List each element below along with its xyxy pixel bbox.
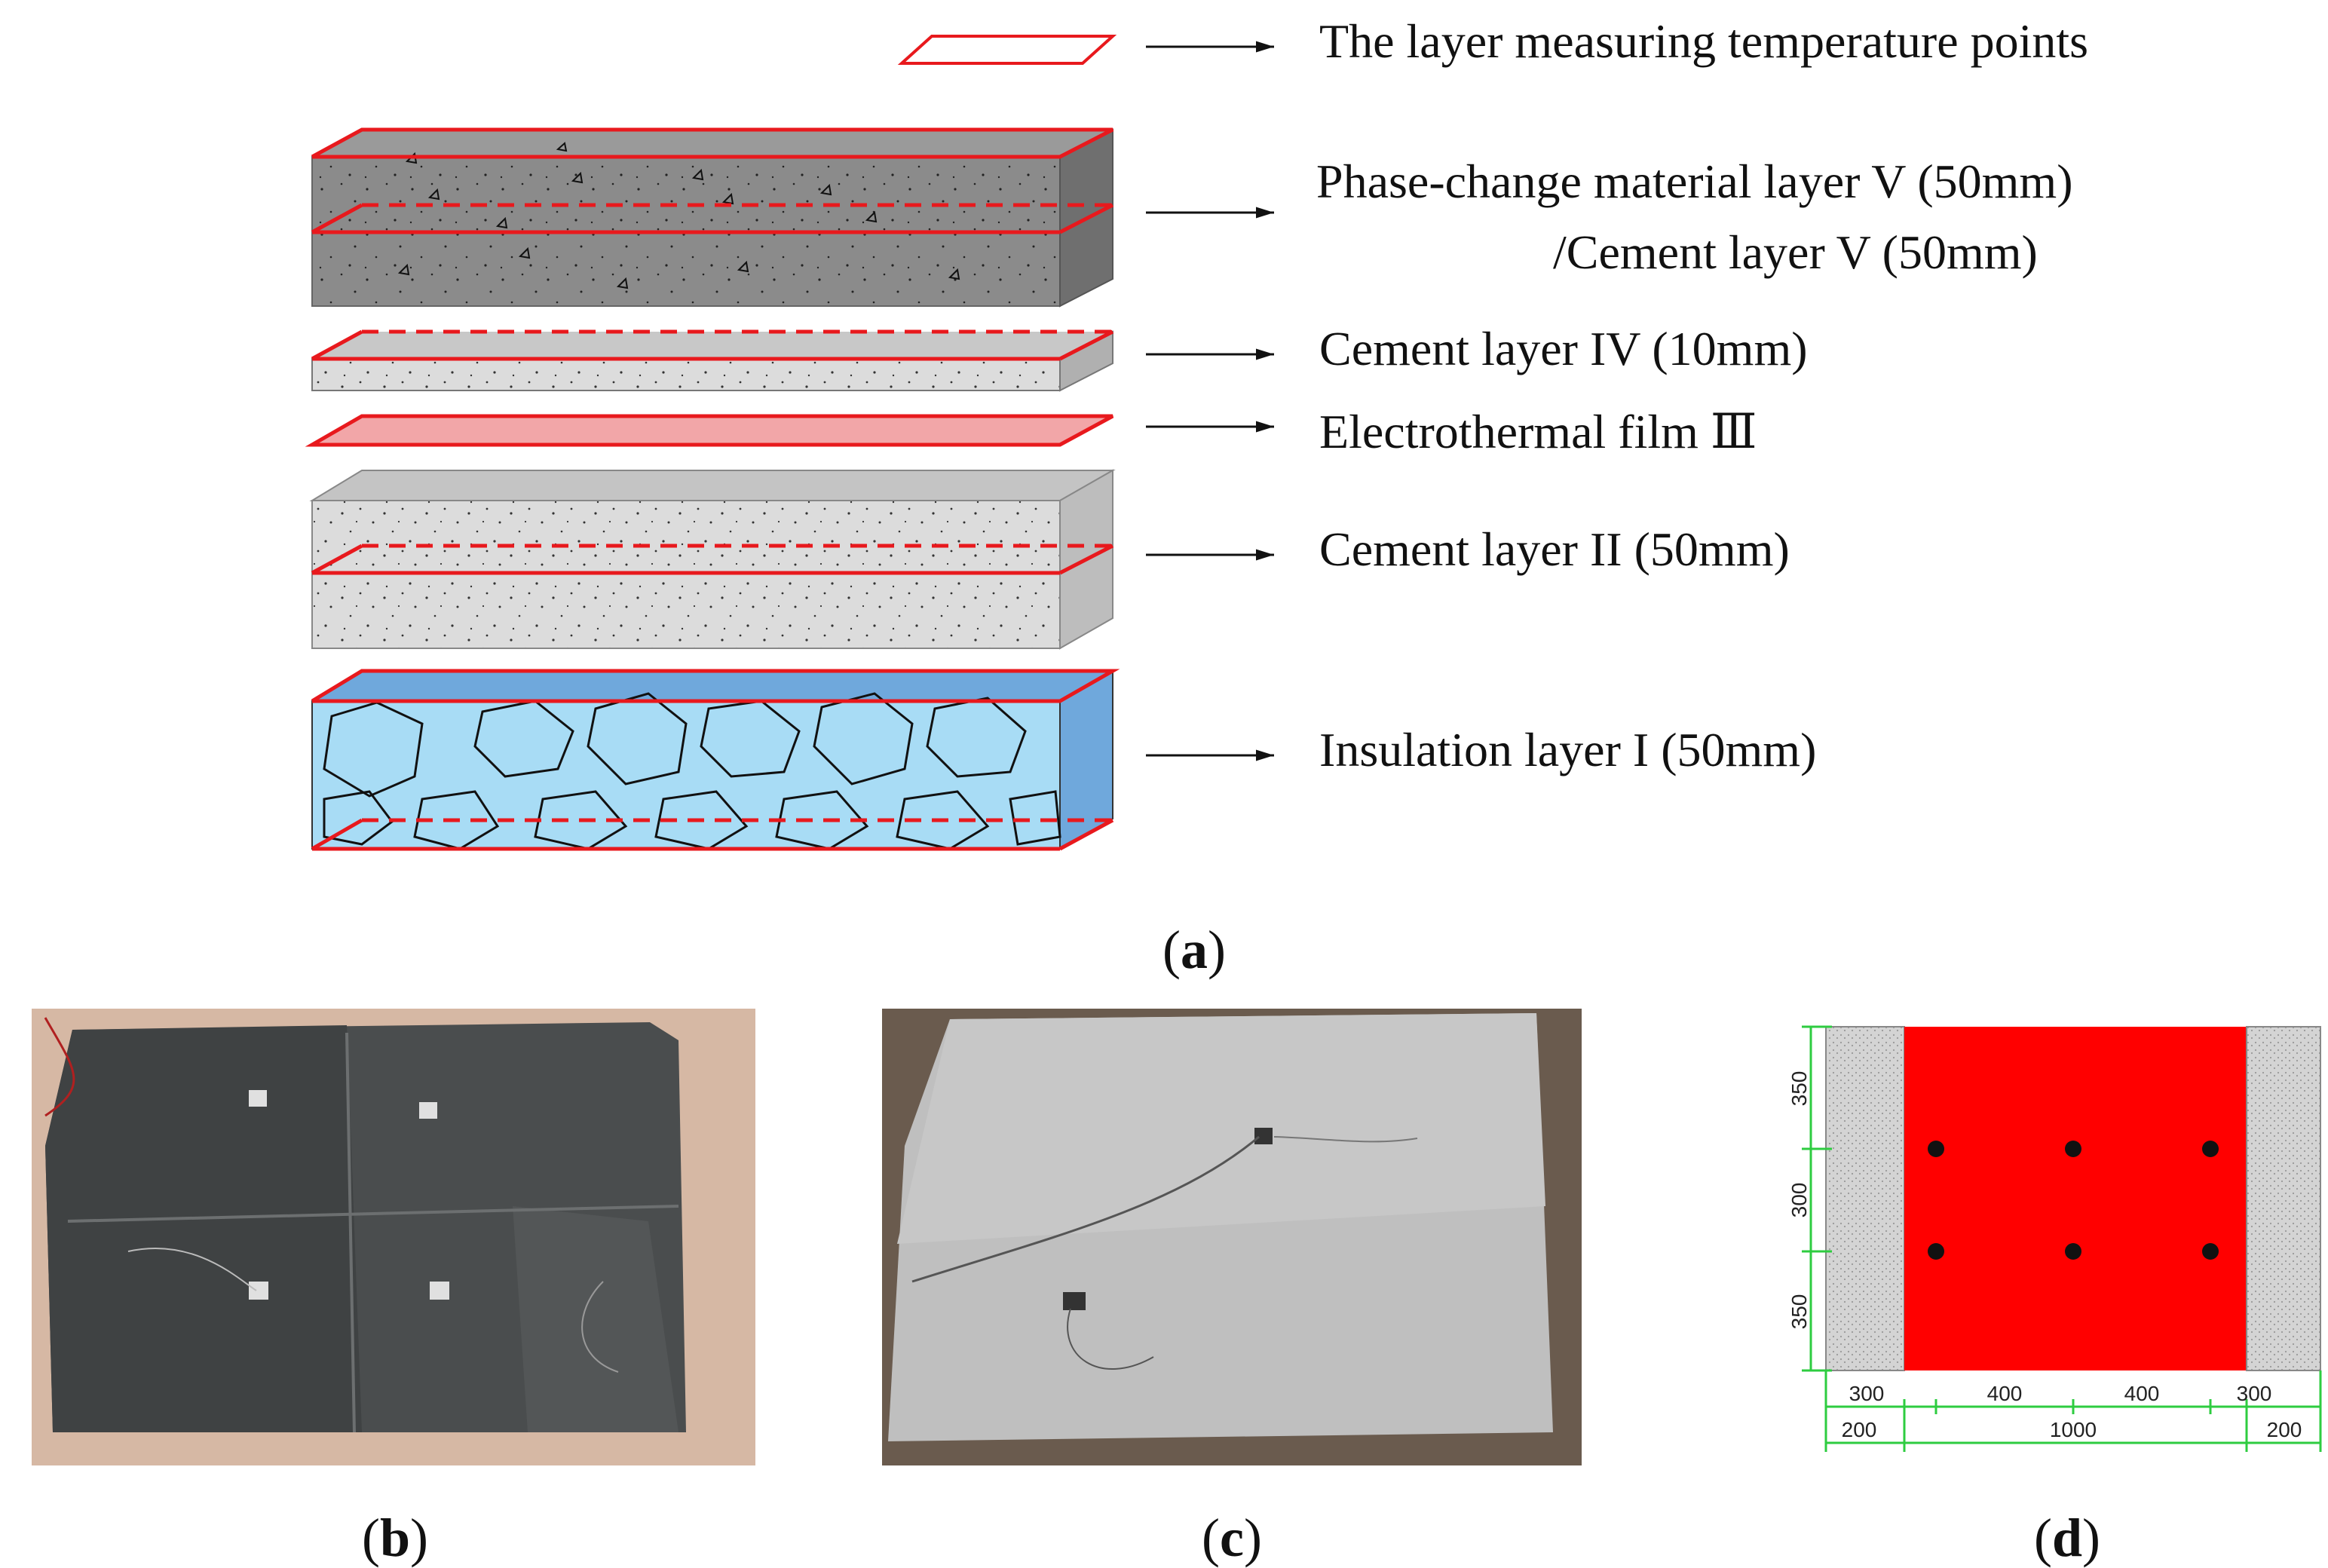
panel-d-plan: 350 300 350 300 400 400 300 200 1000 200 — [1787, 1025, 2322, 1452]
dim-vertical-2: 300 — [1787, 1183, 1811, 1218]
legend-measuring-layer: The layer measuring temperature points — [1319, 14, 2088, 68]
plan-heating-area — [1904, 1027, 2247, 1370]
panel-b-photo — [32, 1009, 755, 1465]
sensor-point — [1928, 1141, 1944, 1157]
layer-ii-block — [309, 469, 1116, 650]
dim-vertical-1: 350 — [1787, 1071, 1811, 1107]
dim-top-3: 400 — [2124, 1382, 2160, 1405]
sensor-point — [2065, 1243, 2081, 1260]
sensor-point — [1928, 1243, 1944, 1260]
dim-vertical-3: 350 — [1787, 1294, 1811, 1330]
caption-d: (d) — [2034, 1508, 2100, 1568]
layer-iv-block — [311, 329, 1114, 392]
legend-layer-v-line1: Phase-change material layer V (50mm) — [1316, 155, 2073, 208]
plan-left-strip — [1825, 1026, 1905, 1371]
legend-layer-iii: Electrothermal film Ⅲ — [1319, 405, 1757, 458]
legend-layer-i: Insulation layer I (50mm) — [1319, 723, 1816, 776]
sensor-points — [1928, 1141, 2219, 1260]
caption-c: (c) — [1202, 1508, 1262, 1568]
dim-bottom-3: 200 — [2267, 1418, 2302, 1441]
plan-right-strip — [2246, 1026, 2321, 1371]
layer-v-block — [311, 127, 1114, 308]
caption-b: (b) — [362, 1508, 428, 1568]
sensor-point — [2065, 1141, 2081, 1157]
dim-top-1: 300 — [1849, 1382, 1885, 1405]
legend-layer-ii: Cement layer II (50mm) — [1319, 522, 1790, 576]
caption-a: (a) — [1162, 920, 1226, 980]
legend-layer-iv: Cement layer IV (10mm) — [1319, 322, 1808, 375]
dim-top-4: 300 — [2237, 1382, 2272, 1405]
dim-bottom-2: 1000 — [2050, 1418, 2097, 1441]
sensor-point — [2202, 1141, 2219, 1157]
dim-top-2: 400 — [1987, 1382, 2023, 1405]
layer-iii-film — [305, 414, 1114, 447]
panel-c-photo — [882, 1009, 1582, 1465]
dim-bottom-1: 200 — [1842, 1418, 1877, 1441]
panel-a-diagram: The layer measuring temperature points — [305, 14, 2088, 980]
legend-layer-v-line2: /Cement layer V (50mm) — [1553, 225, 2038, 279]
measuring-layer-symbol — [897, 35, 1117, 65]
layer-i-block — [311, 669, 1120, 851]
sensor-point — [2202, 1243, 2219, 1260]
